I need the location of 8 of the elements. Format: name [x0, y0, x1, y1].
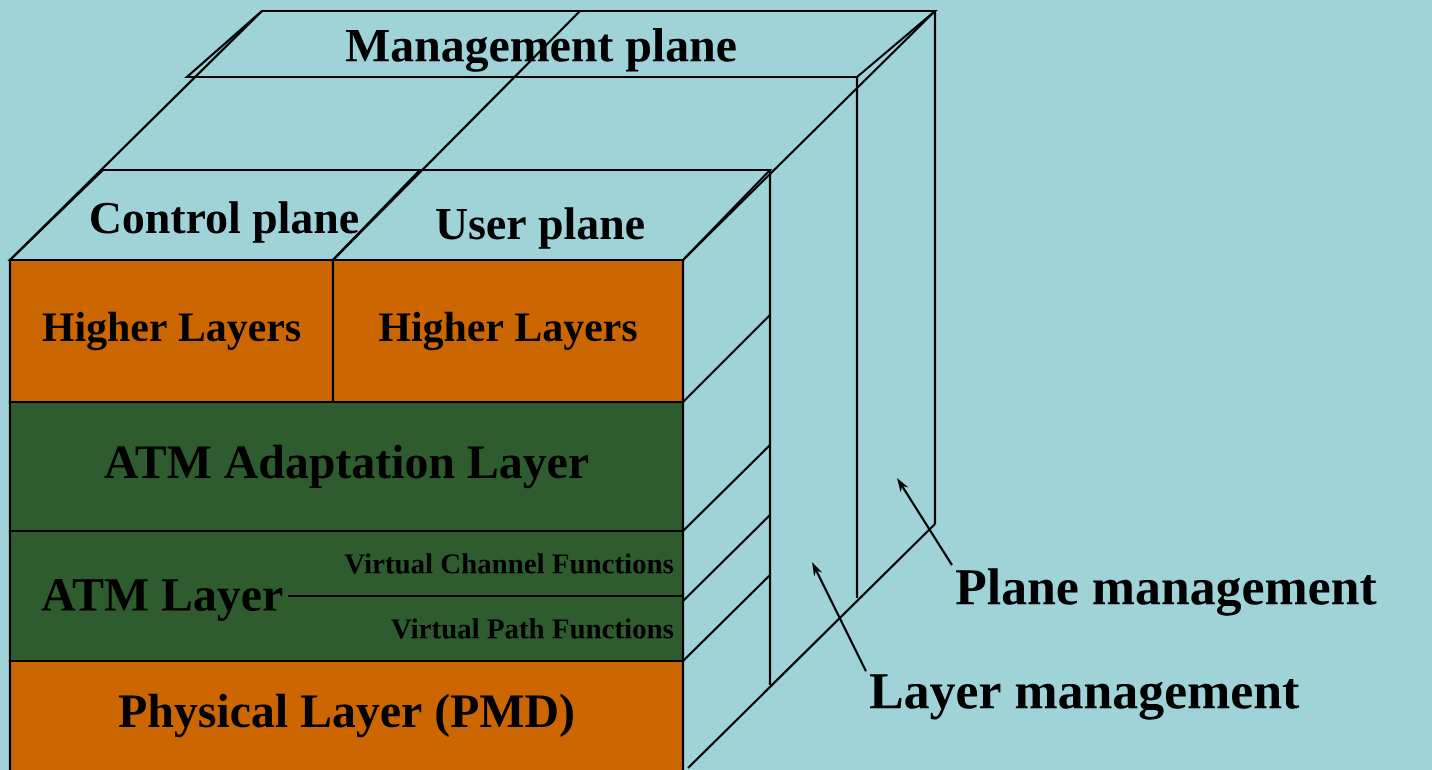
sublayer-label: Virtual Path Functions: [288, 594, 683, 639]
layer-box: ATM Adaptation Layer: [8, 400, 685, 533]
sublayer-label: Virtual Channel Functions: [344, 553, 674, 574]
layer-box: Higher Layers: [8, 258, 335, 404]
annotation-text: Plane management: [956, 568, 1377, 616]
layer-box: Physical Layer (PMD): [8, 659, 685, 770]
layer-box: Higher Layers: [331, 258, 685, 404]
annotation-text: Layer management: [870, 674, 1300, 720]
